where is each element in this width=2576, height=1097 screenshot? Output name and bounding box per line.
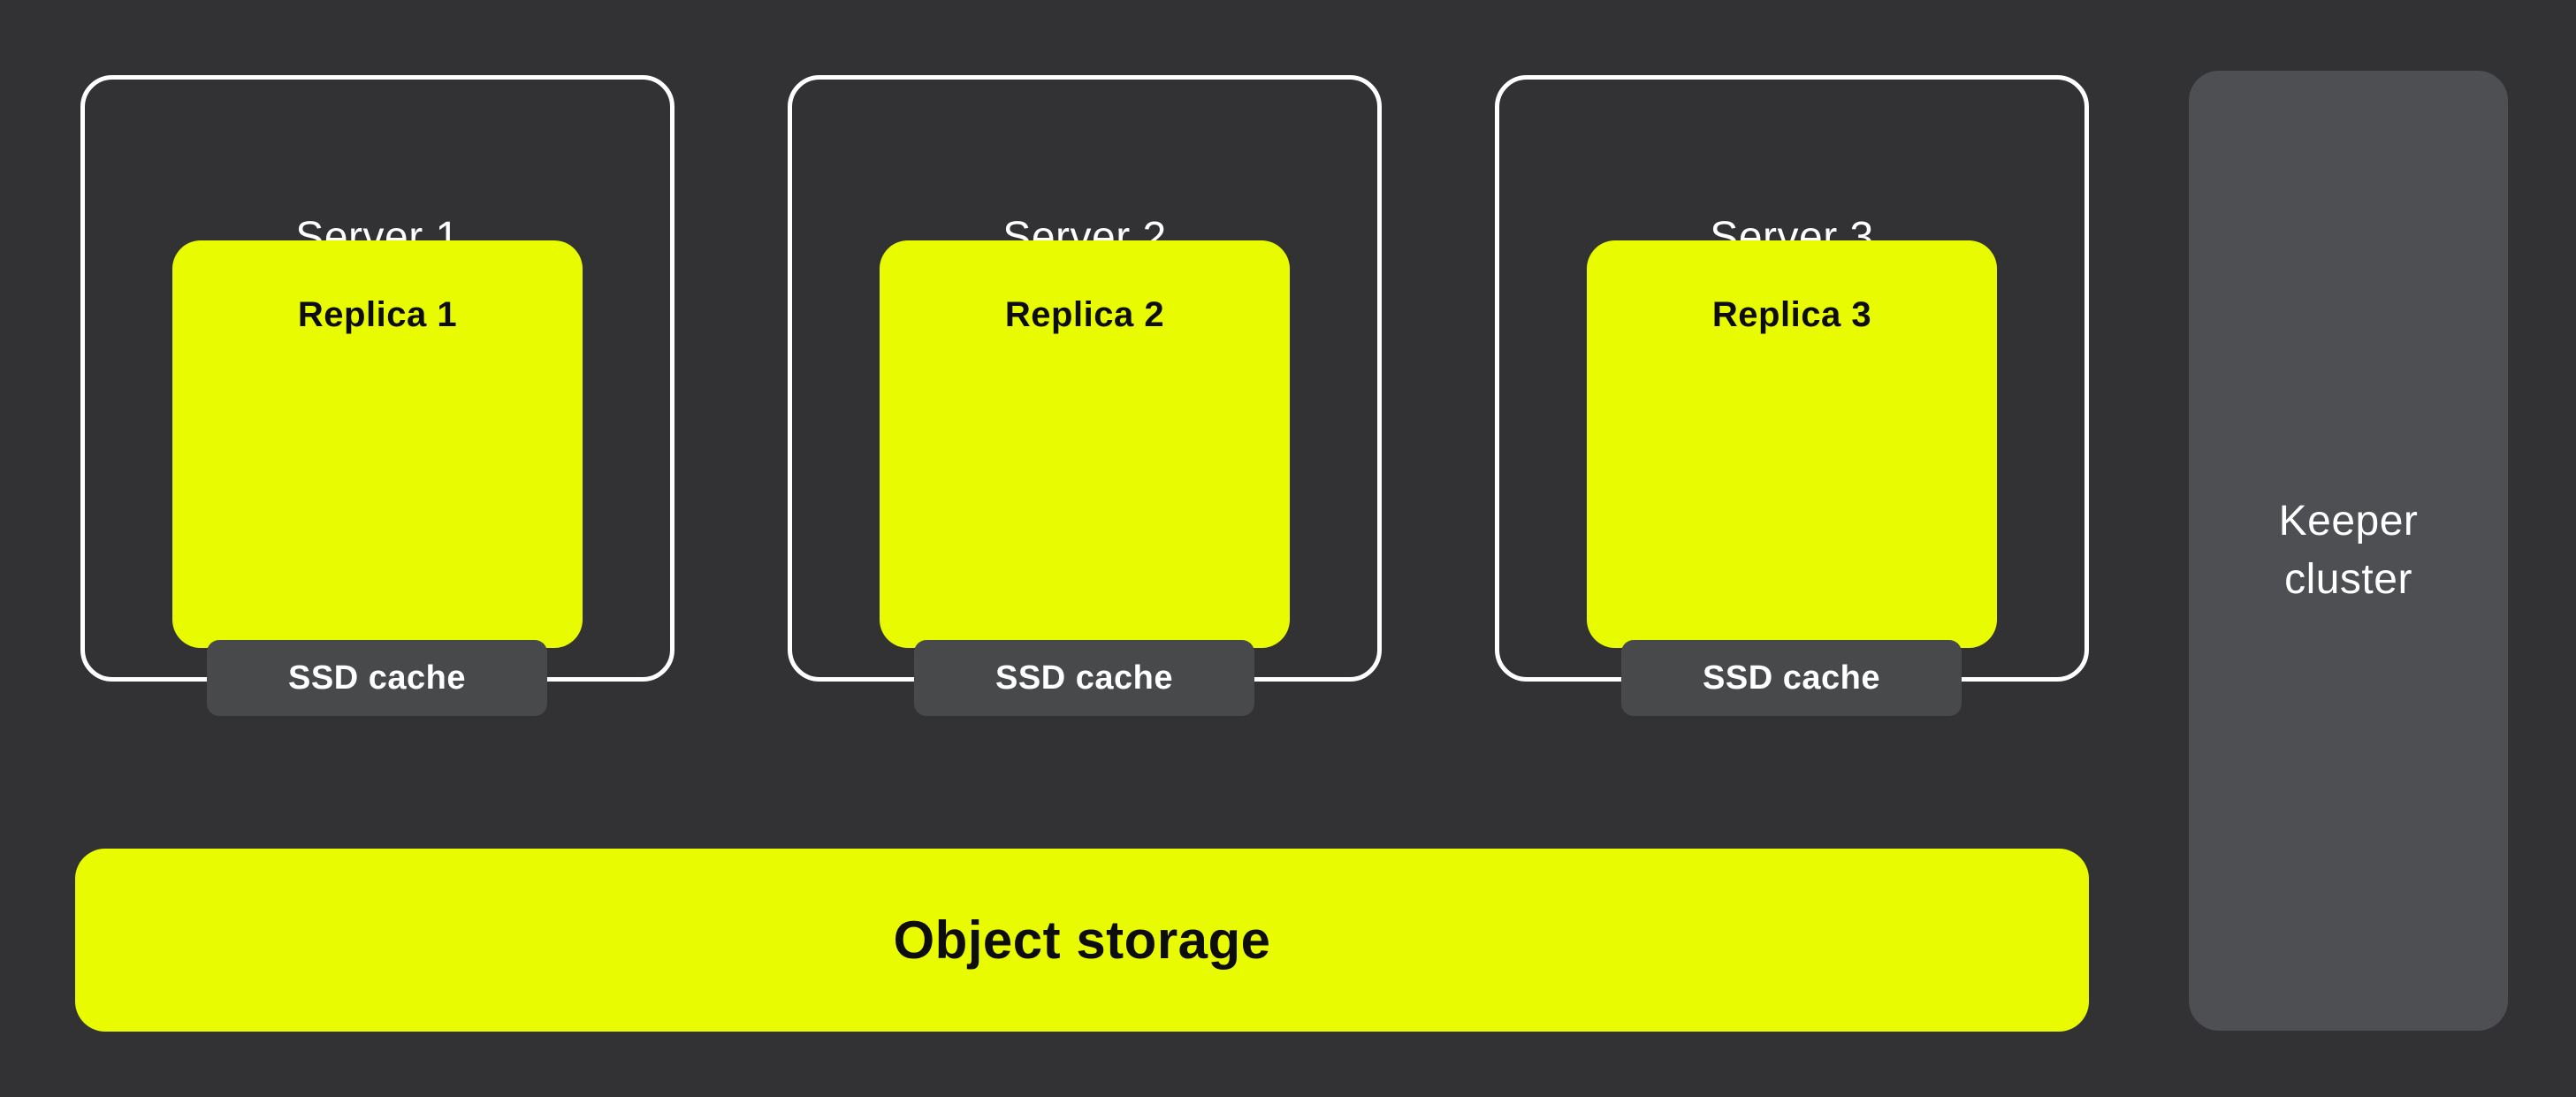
object-storage-label: Object storage (893, 910, 1271, 970)
replica-2-box: Replica 2 (880, 240, 1290, 648)
server-3-box: Server 3 Replica 3 SSD cache (1495, 75, 2089, 716)
server-2-ssd-cache-chip: SSD cache (914, 640, 1254, 716)
server-1-ssd-cache-label: SSD cache (288, 659, 466, 697)
server-3-ssd-cache-chip: SSD cache (1621, 640, 1962, 716)
replica-2-label: Replica 2 (1004, 295, 1165, 334)
server-1-box: Server 1 Replica 1 SSD cache (80, 75, 674, 716)
replica-3-box: Replica 3 (1587, 240, 1997, 648)
object-storage-bar: Object storage (75, 849, 2089, 1032)
replica-1-label: Replica 1 (297, 295, 458, 334)
server-2-box: Server 2 Replica 2 SSD cache (788, 75, 1382, 716)
server-3-ssd-cache-label: SSD cache (1703, 659, 1880, 697)
replica-1-box: Replica 1 (172, 240, 583, 648)
server-2-ssd-cache-label: SSD cache (995, 659, 1173, 697)
keeper-cluster-label: Keeper cluster (2278, 498, 2419, 603)
keeper-cluster-box: Keeper cluster (2189, 71, 2508, 1031)
server-1-ssd-cache-chip: SSD cache (207, 640, 547, 716)
replica-3-label: Replica 3 (1711, 295, 1872, 334)
